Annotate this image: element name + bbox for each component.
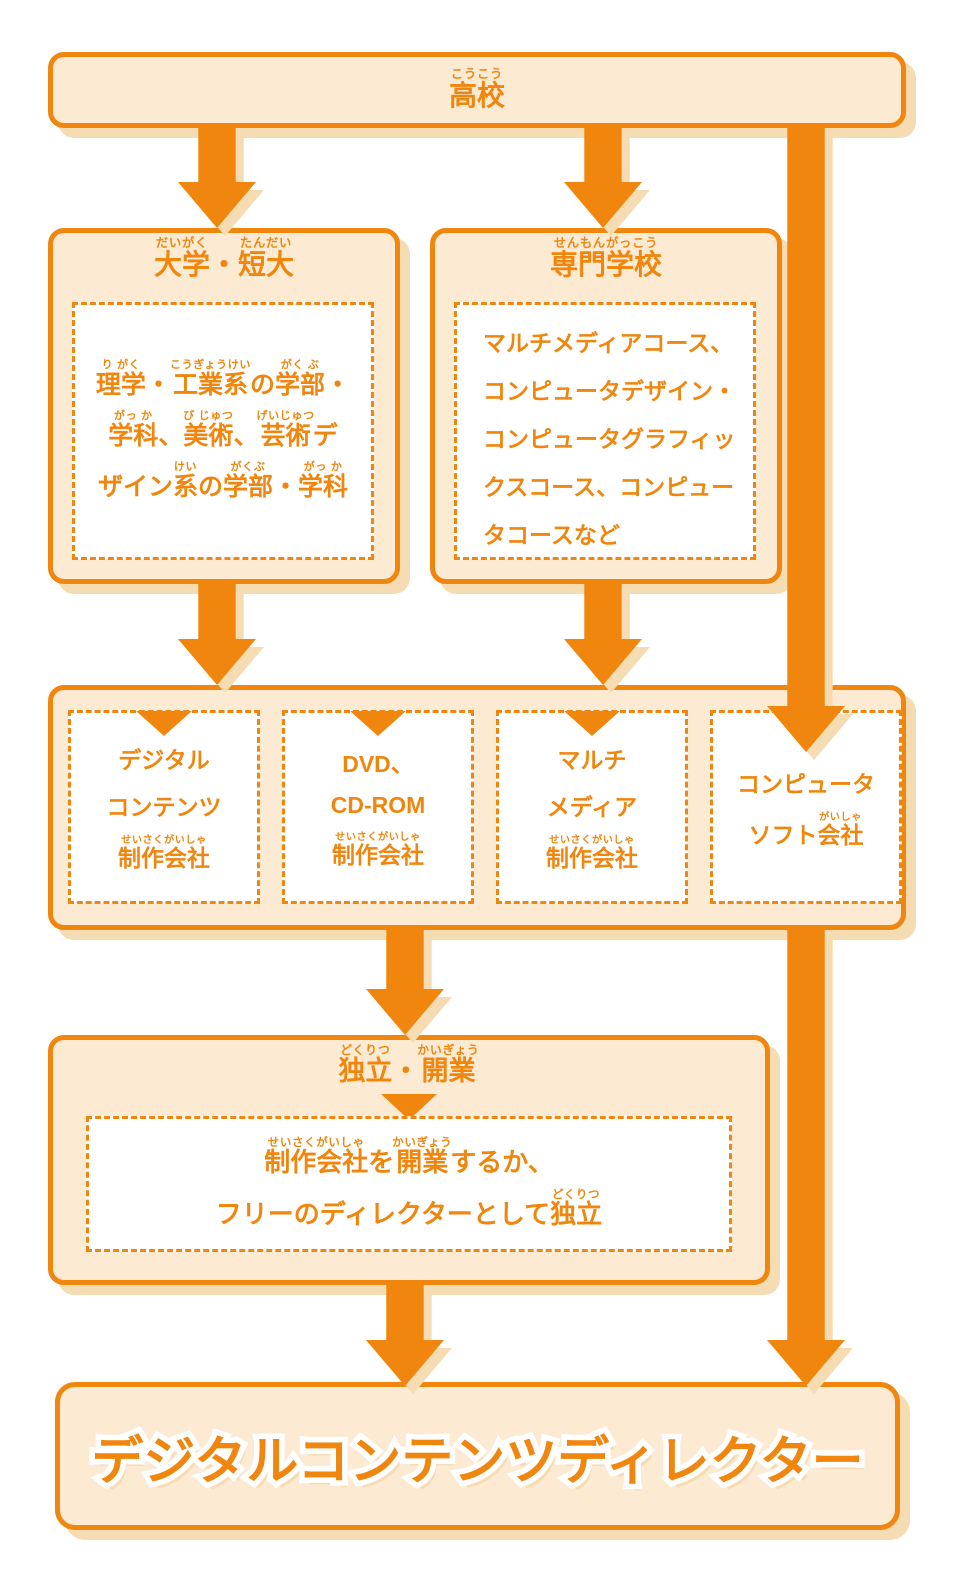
independence-detail-line: フリーのディレクターとして独立どくりつ [215, 1189, 603, 1229]
company-software: コンピュータ ソフト会社がいしゃ [710, 710, 902, 904]
vocational-detail-box: マルチメディアコース、 コンピュータデザイン・ コンピュータグラフィッ クスコー… [454, 302, 756, 560]
university-detail-line: 学科がっ か、美術び じゅつ、芸術げいじゅつデ [108, 410, 338, 450]
arrow-highschool-to-companies [767, 128, 845, 752]
independence-title: 独立どくりつ・開業かいぎょう [338, 1043, 480, 1086]
goal-title: デジタルコンテンツディレクター デジタルコンテンツディレクター [86, 1427, 869, 1496]
company-line: 制作会社せいさくがいしゃ [332, 831, 424, 868]
vocational-detail-line: マルチメディアコース、 [483, 330, 734, 356]
arrow-companies-to-goal [767, 930, 845, 1386]
arrow-vocational-to-companies [564, 584, 642, 685]
entry-arrowhead-icon [564, 711, 620, 736]
node-goal: デジタルコンテンツディレクター デジタルコンテンツディレクター [55, 1382, 900, 1530]
vocational-detail-line: タコースなど [483, 522, 620, 548]
company-line: デジタル [118, 747, 210, 773]
university-detail-line: ザイン系けいの学部がくぶ・学科がっ か [97, 461, 349, 501]
entry-arrowhead-icon [350, 711, 406, 736]
university-detail-box: 理学り がく・工業系こうぎょうけいの学部がく ぶ・ 学科がっ か、美術び じゅつ… [72, 302, 374, 560]
arrow-companies-to-independence [366, 930, 444, 1035]
arrow-independence-to-goal [366, 1285, 444, 1386]
university-title: 大学だいがく・短大たんだい [153, 236, 295, 280]
arrow-highschool-to-vocational [564, 128, 642, 228]
company-line: コンピュータ [737, 770, 875, 797]
independence-detail-line: 制作会社せいさくがいしゃを開業かいぎょうするか、 [264, 1137, 554, 1177]
independence-detail-box: 制作会社せいさくがいしゃを開業かいぎょうするか、 フリーのディレクターとして独立… [86, 1116, 732, 1252]
company-line: DVD、 [342, 750, 414, 777]
entry-arrowhead-icon [381, 1094, 437, 1120]
arrow-highschool-to-university [178, 128, 256, 228]
vocational-detail-line: クスコース、コンピュー [483, 474, 735, 500]
highschool-title: 高校こうこう [448, 66, 505, 111]
company-line: ソフト会社がいしゃ [748, 811, 864, 848]
company-line: 制作会社せいさくがいしゃ [118, 835, 210, 871]
company-line: コンテンツ [106, 794, 222, 820]
vocational-title: 専門学校せんもんがっこう [549, 236, 662, 280]
company-digital-content: デジタル コンテンツ 制作会社せいさくがいしゃ [68, 710, 260, 904]
company-dvd-cdrom: DVD、 CD-ROM 制作会社せいさくがいしゃ [282, 710, 474, 904]
entry-arrowhead-icon [136, 711, 192, 736]
vocational-detail-line: コンピュータグラフィッ [483, 426, 736, 452]
arrow-university-to-companies [178, 584, 256, 685]
node-highschool: 高校こうこう [48, 52, 906, 128]
university-detail-line: 理学り がく・工業系こうぎょうけいの学部がく ぶ・ [95, 359, 351, 399]
company-line: 制作会社せいさくがいしゃ [546, 835, 638, 871]
company-line: マルチ [557, 747, 627, 773]
vocational-detail-line: コンピュータデザイン・ [483, 378, 736, 404]
company-line: メディア [546, 794, 638, 820]
company-line: CD-ROM [330, 791, 426, 818]
company-multimedia: マルチ メディア 制作会社せいさくがいしゃ [496, 710, 688, 904]
